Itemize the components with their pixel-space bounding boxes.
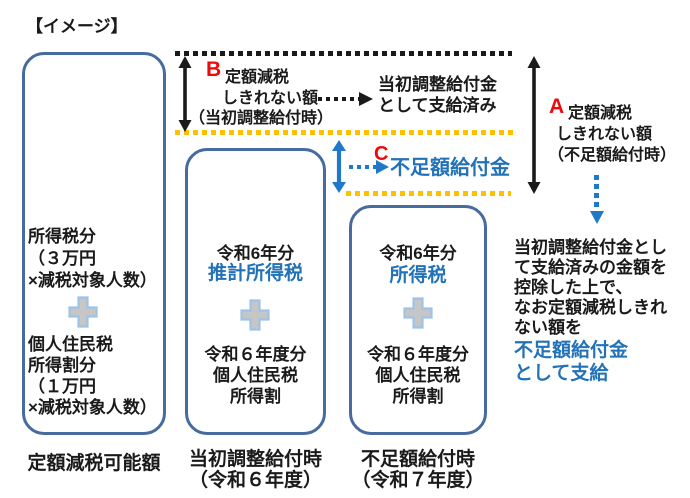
yellow-dotted-line-2 bbox=[346, 191, 511, 196]
c-range-arrow-icon bbox=[332, 140, 346, 193]
a-range-arrow-icon bbox=[527, 56, 541, 194]
initial-caption-line1: 当初調整給付時 bbox=[188, 449, 322, 470]
initial-adjustment-box bbox=[185, 148, 326, 435]
shortfall-caption-line2: （令和７年度） bbox=[351, 470, 485, 491]
shortfall-benefit-label: 不足額給付金 bbox=[390, 157, 510, 179]
paid-dotted-arrow-line bbox=[318, 97, 359, 101]
b-range-arrow-icon bbox=[178, 56, 192, 132]
shortfall-caption-line1: 不足額給付時 bbox=[360, 449, 475, 470]
shortfall-resident-text: 令和６年度分 個人住民税 所得割 bbox=[367, 345, 469, 406]
c-dotted-arrow-icon bbox=[376, 160, 389, 174]
c-marker: C bbox=[374, 143, 389, 165]
estimated-income-tax-label: 推計所得税 bbox=[207, 263, 303, 284]
a-note-line-2: しきれない額 bbox=[556, 126, 653, 143]
initial-resident-text: 令和６年度分 個人住民税 所得割 bbox=[204, 345, 307, 406]
b-note-line-3: （当初調整給付時） bbox=[189, 110, 334, 127]
shortfall-year-label: 令和6年分 bbox=[379, 244, 457, 263]
initial-caption-line2: （令和６年度） bbox=[188, 470, 322, 491]
plus-icon bbox=[403, 297, 433, 329]
resident-tax-text: 個人住民税 所得割分 （１万円 ×減税対象人数） bbox=[28, 335, 157, 417]
top-dotted-line bbox=[175, 51, 512, 56]
c-dotted-arrow-line bbox=[349, 165, 376, 169]
b-marker: B bbox=[206, 58, 222, 81]
possible-amount-box bbox=[22, 52, 166, 435]
a-note-line-1: 定額減税 bbox=[568, 105, 633, 122]
b-note-line-2: しきれない額 bbox=[222, 90, 319, 107]
income-tax-text: 所得税分 （３万円 ×減税対象人数） bbox=[28, 227, 157, 290]
plus-icon bbox=[240, 299, 270, 331]
income-tax-label: 所得税 bbox=[389, 265, 447, 286]
shortfall-down-arrow-icon bbox=[590, 211, 604, 224]
b-note-line-1: 定額減税 bbox=[225, 69, 290, 86]
initial-year-label: 令和6年分 bbox=[216, 244, 295, 263]
right-note-blue: 不足額給付金 として支給 bbox=[514, 340, 629, 384]
plus-icon bbox=[68, 296, 98, 328]
possible-amount-caption: 定額減税可能額 bbox=[27, 453, 161, 474]
shortfall-down-arrow-line bbox=[594, 175, 599, 211]
paid-dotted-arrow-icon bbox=[359, 92, 373, 106]
a-marker: A bbox=[549, 95, 565, 118]
yellow-dotted-line-1 bbox=[175, 130, 513, 135]
right-note-black: 当初調整給付金とし て支給済みの金額を 控除した上で、 なお定額減税しきれ ない… bbox=[514, 238, 667, 337]
diagram-title: 【イメージ】 bbox=[26, 17, 128, 36]
paid-note: 当初調整給付金 として支給済み bbox=[378, 75, 497, 115]
a-note-line-3: （不足額給付時） bbox=[548, 147, 677, 164]
